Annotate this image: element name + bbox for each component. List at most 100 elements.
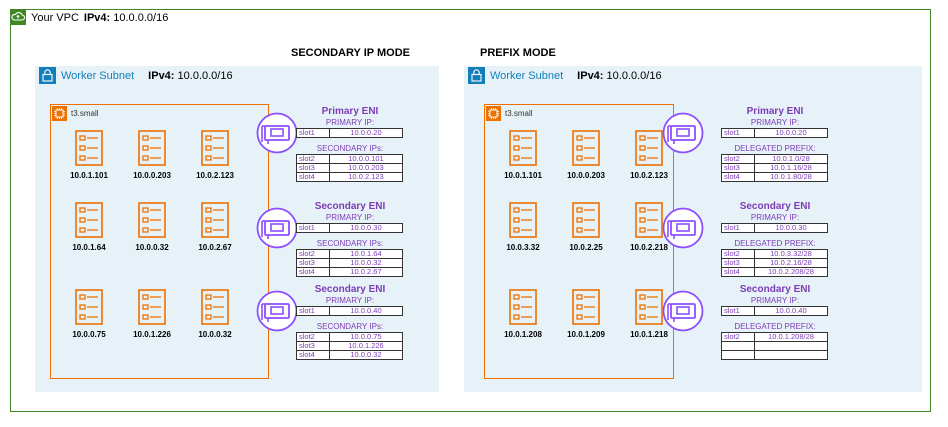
slot-value: 10.0.2.123	[329, 172, 403, 182]
pod-ip: 10.0.1.101	[504, 171, 542, 180]
server-list-icon	[201, 130, 229, 171]
server-list-icon	[138, 130, 166, 171]
pod-ip: 10.0.0.32	[198, 330, 232, 339]
vpc-name: Your VPC	[31, 12, 79, 24]
server-list-icon	[572, 202, 600, 243]
network-card-icon	[662, 112, 704, 159]
mode-title: PREFIX MODE	[480, 47, 556, 59]
slot-row	[721, 350, 828, 360]
eni-title: Secondary ENI	[314, 201, 386, 212]
slot-list-label: SECONDARY IPs:	[316, 239, 384, 248]
subnet-cidr: 10.0.0.0/16	[177, 70, 233, 82]
slot-id: slot1	[721, 306, 755, 316]
primary-ip-label: PRIMARY IP:	[750, 213, 800, 222]
primary-ip-label: PRIMARY IP:	[325, 296, 375, 305]
slot-id: slot1	[296, 128, 330, 138]
slot-value: 10.0.0.40	[754, 306, 828, 316]
slot-value	[754, 350, 828, 360]
network-card-icon	[256, 290, 298, 337]
slot-id: slot4	[721, 172, 755, 182]
pod-ip: 10.0.0.203	[133, 171, 171, 180]
subnet-ipv4-label: IPv4:	[148, 70, 175, 82]
eni-title: Secondary ENI	[314, 284, 386, 295]
slot-id: slot1	[721, 128, 755, 138]
pod-ip: 10.0.1.226	[133, 330, 171, 339]
server-list-icon	[75, 289, 103, 330]
slot-value: 10.0.1.208/28	[754, 332, 828, 342]
slot-list-label: SECONDARY IPs:	[316, 322, 384, 331]
cloud-icon	[10, 9, 26, 25]
network-card-icon	[256, 207, 298, 254]
server-list-icon	[572, 130, 600, 171]
slot-id: slot1	[296, 223, 330, 233]
server-list-icon	[138, 289, 166, 330]
vpc-cidr: 10.0.0.0/16	[113, 12, 169, 24]
instance-type: t3.small	[71, 109, 99, 118]
slot-list-label: SECONDARY IPs:	[316, 144, 384, 153]
slot-value: 10.0.0.30	[329, 223, 403, 233]
pod-ip: 10.0.2.67	[198, 243, 232, 252]
pod-ip: 10.0.1.64	[72, 243, 106, 252]
slot-value: 10.0.0.20	[329, 128, 403, 138]
slot-list-label: DELEGATED PREFIX:	[734, 144, 816, 153]
primary-ip-label: PRIMARY IP:	[325, 213, 375, 222]
slot-value: 10.0.0.30	[754, 223, 828, 233]
eni-title: Secondary ENI	[739, 201, 811, 212]
eni-title: Secondary ENI	[739, 284, 811, 295]
slot-id	[721, 341, 755, 351]
chip-icon	[486, 106, 501, 121]
instance-type: t3.small	[505, 109, 533, 118]
chip-icon	[52, 106, 67, 121]
slot-id	[721, 350, 755, 360]
subnet-name: Worker Subnet	[61, 70, 135, 82]
pod-ip: 10.0.0.75	[72, 330, 106, 339]
mode-title: SECONDARY IP MODE	[291, 47, 410, 59]
server-list-icon	[509, 289, 537, 330]
slot-id: slot2	[721, 332, 755, 342]
pod-ip: 10.0.3.32	[506, 243, 540, 252]
primary-ip-label: PRIMARY IP:	[325, 118, 375, 127]
slot-id: slot1	[296, 306, 330, 316]
pod-ip: 10.0.0.32	[135, 243, 169, 252]
server-list-icon	[201, 289, 229, 330]
lock-icon	[468, 67, 485, 84]
vpc-ipv4-label: IPv4:	[83, 12, 111, 24]
slot-value: 10.0.0.20	[754, 128, 828, 138]
server-list-icon	[201, 202, 229, 243]
network-card-icon	[662, 290, 704, 337]
server-list-icon	[509, 202, 537, 243]
primary-ip-label: PRIMARY IP:	[750, 296, 800, 305]
subnet-label: Worker Subnet IPv4: 10.0.0.0/16	[61, 70, 233, 82]
server-list-icon	[635, 130, 663, 171]
slot-value	[754, 341, 828, 351]
slot-id: slot4	[296, 172, 330, 182]
pod-ip: 10.0.1.208	[504, 330, 542, 339]
lock-icon	[39, 67, 56, 84]
subnet-name: Worker Subnet	[490, 70, 564, 82]
slot-id: slot4	[721, 267, 755, 277]
network-card-icon	[662, 207, 704, 254]
subnet-cidr: 10.0.0.0/16	[606, 70, 662, 82]
slot-value: 10.0.2.208/28	[754, 267, 828, 277]
pod-ip: 10.0.1.101	[70, 171, 108, 180]
slot-id: slot4	[296, 350, 330, 360]
